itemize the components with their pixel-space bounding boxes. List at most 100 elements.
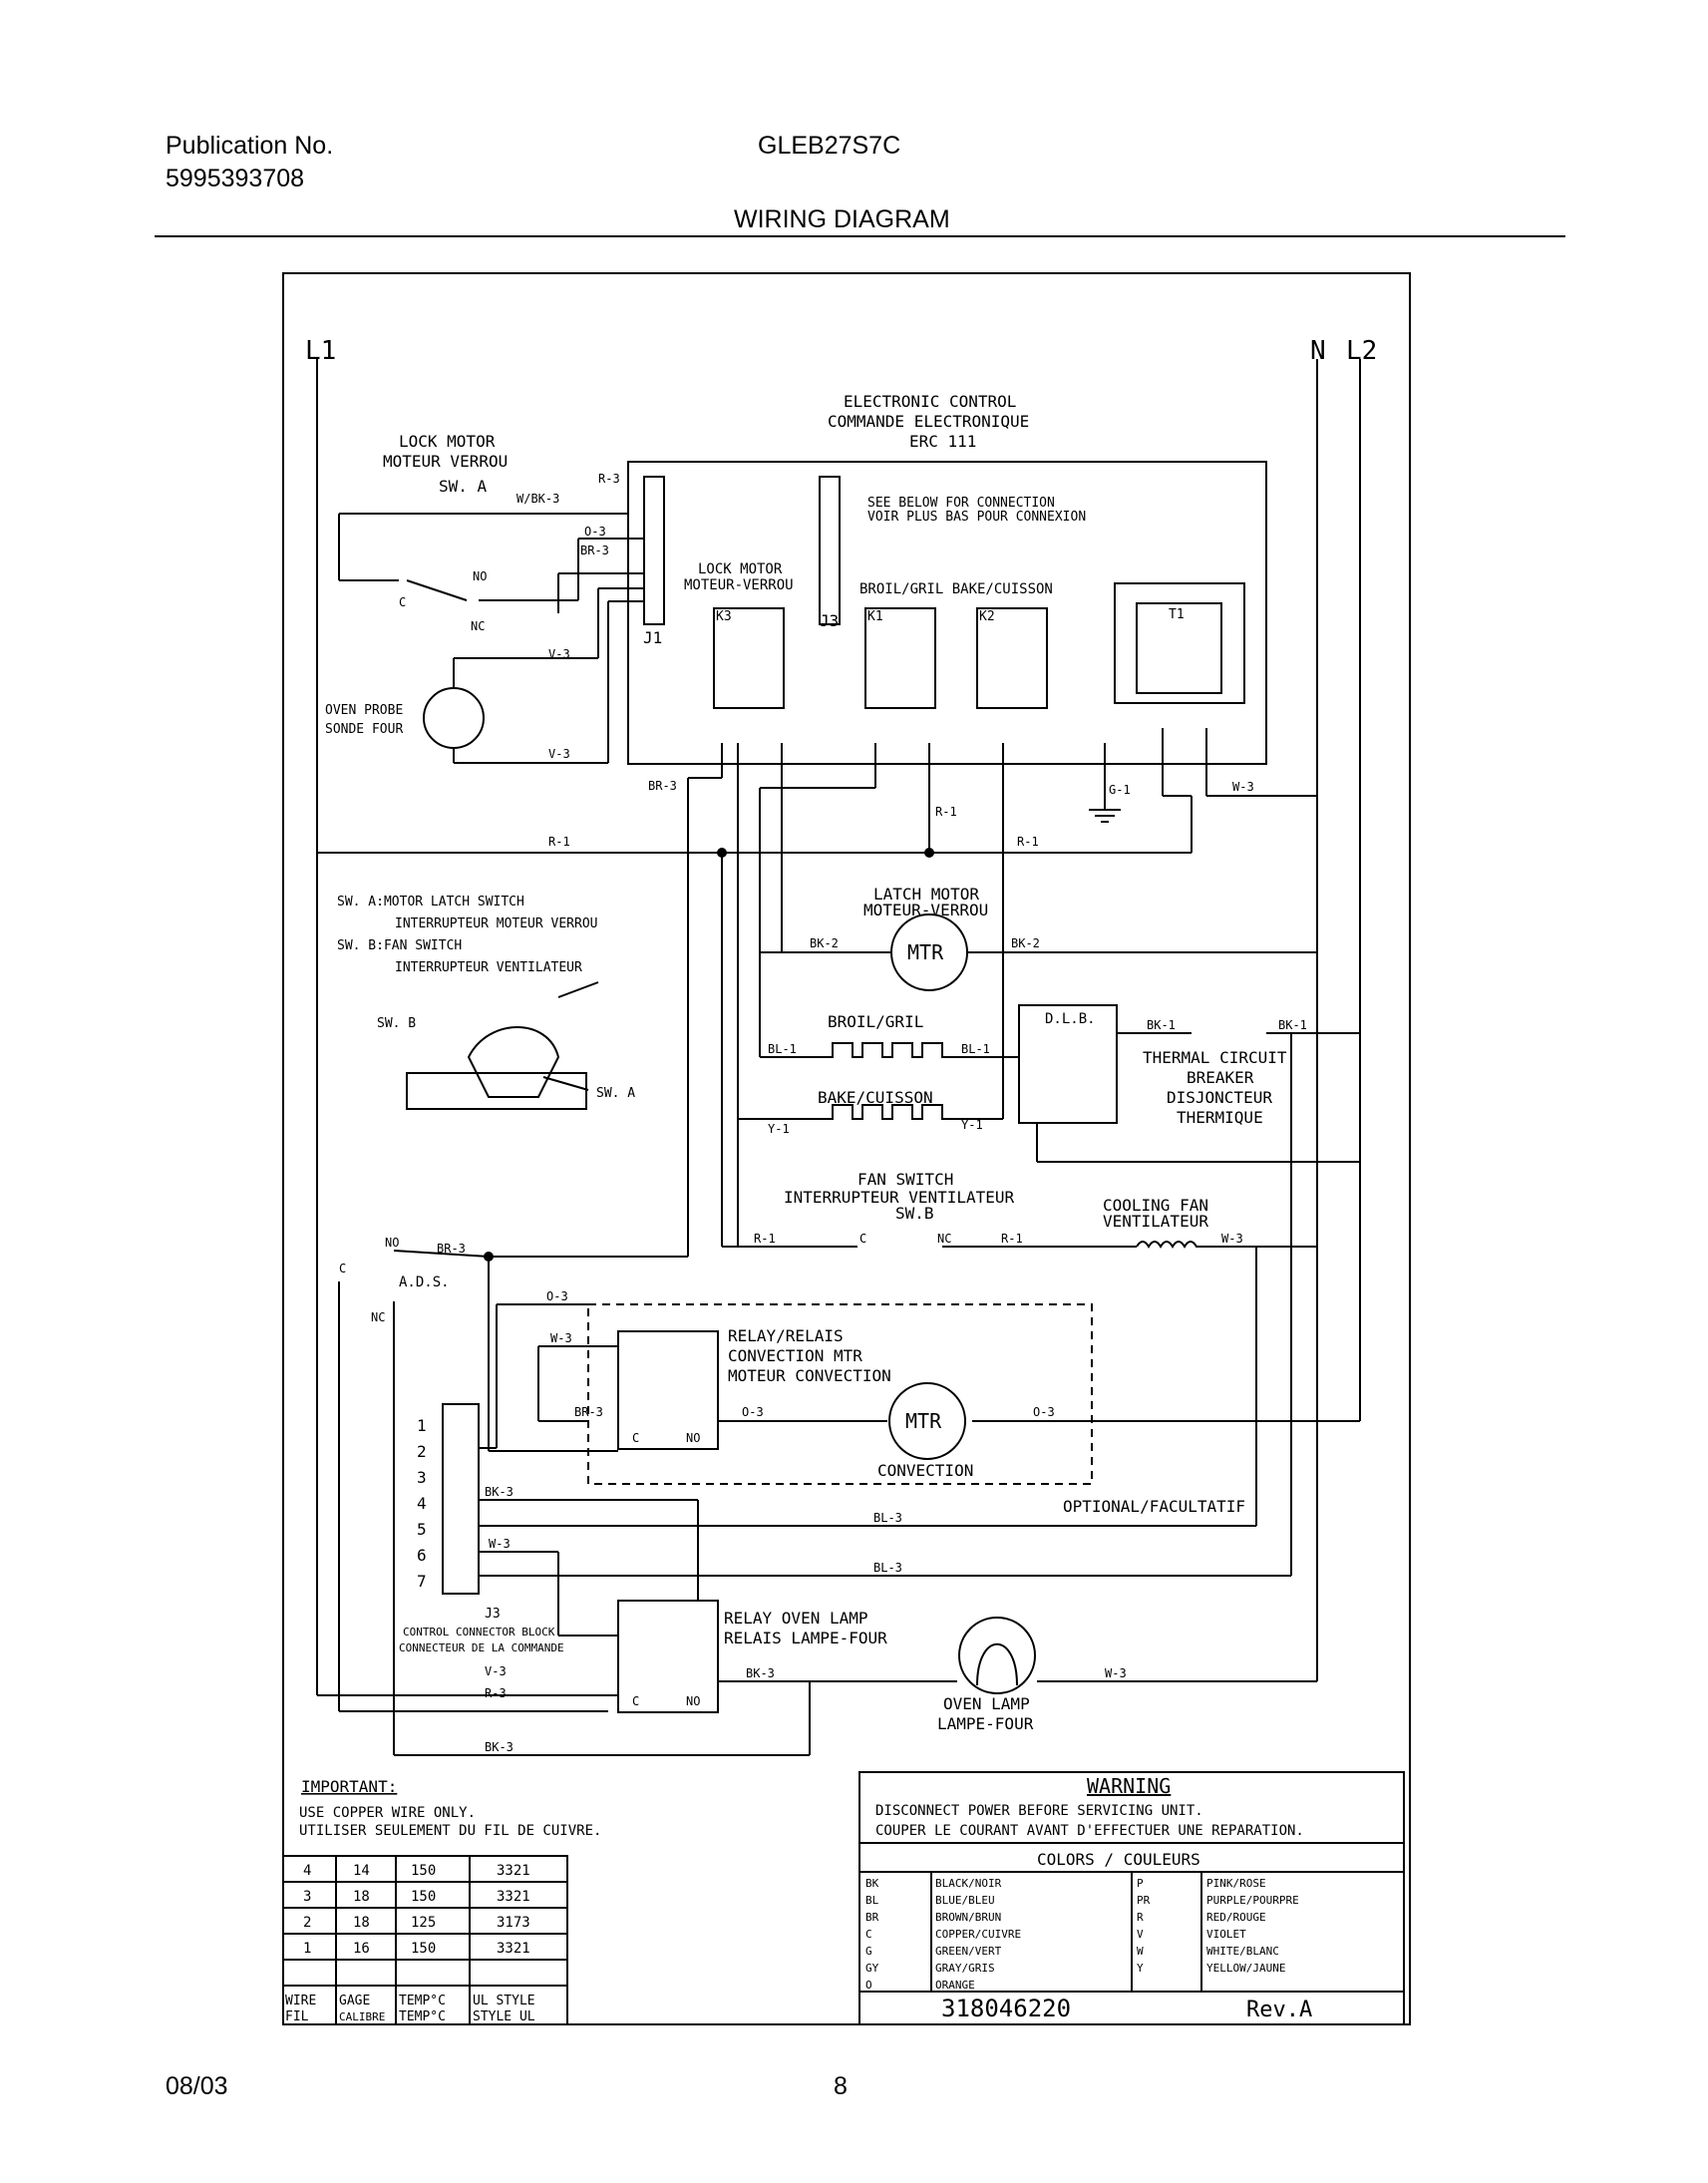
wire-r3: R-3 xyxy=(598,472,620,486)
wire-o3: O-3 xyxy=(584,525,606,539)
table-head-fr-4: STYLE UL xyxy=(473,2009,535,2024)
relay-conv-l2: CONVECTION MTR xyxy=(728,1346,862,1365)
table-r3-c4: 3173 xyxy=(497,1915,530,1931)
color-cell-5-0: GY xyxy=(865,1962,879,1975)
warning-title: WARNING xyxy=(1087,1774,1171,1798)
ads-label: A.D.S. xyxy=(399,1274,450,1290)
footer-date: 08/03 xyxy=(166,2072,228,2100)
color-cell-4-1: GREEN/VERT xyxy=(935,1945,1002,1958)
table-r1-c4: 3321 xyxy=(497,1863,530,1879)
j3-pin-7: 7 xyxy=(417,1572,427,1591)
wire-w3-d: W-3 xyxy=(489,1537,511,1551)
color-cell-0-3: PINK/ROSE xyxy=(1206,1877,1266,1890)
color-cell-5-3: YELLOW/JAUNE xyxy=(1206,1962,1285,1975)
wire-bl1-b: BL-1 xyxy=(961,1042,990,1056)
table-r1-c1: 4 xyxy=(303,1863,311,1879)
see-below-fr: VOIR PLUS BAS POUR CONNEXION xyxy=(867,510,1086,525)
wire-bk2-b: BK-2 xyxy=(1011,936,1040,950)
j3-pin-5: 5 xyxy=(417,1520,427,1539)
table-head-en-4: UL STYLE xyxy=(473,1994,535,2008)
wire-w3-c: W-3 xyxy=(550,1331,572,1345)
wire-y1-b: Y-1 xyxy=(961,1118,983,1132)
table-r1-c3: 150 xyxy=(411,1863,436,1879)
color-cell-2-3: RED/ROUGE xyxy=(1206,1911,1266,1924)
relay-conv-c: C xyxy=(632,1431,639,1445)
probe-en: OVEN PROBE xyxy=(325,703,403,718)
j3-pin-2: 2 xyxy=(417,1442,427,1461)
conv-label: CONVECTION xyxy=(877,1461,973,1480)
wire-w3-b: W-3 xyxy=(1221,1232,1243,1246)
wire-w3-e: W-3 xyxy=(1105,1666,1127,1680)
footer-page-number: 8 xyxy=(834,2072,848,2100)
k1-label: K1 xyxy=(867,609,883,624)
fan-switch-c: C xyxy=(859,1232,866,1246)
color-cell-6-1: ORANGE xyxy=(935,1979,975,1992)
relay-conv-l3: MOTEUR CONVECTION xyxy=(728,1366,891,1385)
latch-motor-circle xyxy=(890,913,968,991)
oven-probe-circle xyxy=(423,687,485,749)
wire-br3-b: BR-3 xyxy=(648,779,677,793)
wire-bl3-a: BL-3 xyxy=(873,1511,902,1525)
j3-pin-3: 3 xyxy=(417,1468,427,1487)
wire-r1-e: R-1 xyxy=(1001,1232,1023,1246)
oven-lamp-en: OVEN LAMP xyxy=(943,1694,1030,1713)
table-head-en-3: TEMP°C xyxy=(399,1994,446,2008)
table-r3-c2: 18 xyxy=(353,1915,370,1931)
wire-br3: BR-3 xyxy=(580,544,609,557)
wire-table xyxy=(282,1855,568,2025)
relay-conv-l1: RELAY/RELAIS xyxy=(728,1326,844,1345)
j3-block-name: J3 xyxy=(485,1607,501,1622)
warning-line2: COUPER LE COURANT AVANT D'EFFECTUER UNE … xyxy=(875,1823,1304,1839)
wire-bk3-b: BK-3 xyxy=(485,1740,513,1754)
latch-motor-en: LATCH MOTOR xyxy=(873,885,979,904)
color-cell-3-0: C xyxy=(865,1928,872,1941)
wire-o3-c: O-3 xyxy=(742,1405,764,1419)
publication-number: 5995393708 xyxy=(166,165,305,192)
colors-title: COLORS / COULEURS xyxy=(1037,1850,1200,1869)
color-cell-3-2: V xyxy=(1137,1928,1144,1941)
l2-label: L2 xyxy=(1346,336,1377,366)
fan-switch-en: FAN SWITCH xyxy=(857,1170,953,1189)
wire-bk3-a: BK-3 xyxy=(485,1485,513,1499)
latch-motor-fr: MOTEUR-VERROU xyxy=(863,901,988,919)
table-r4-c3: 150 xyxy=(411,1941,436,1957)
fan-switch-sw: SW.B xyxy=(895,1204,934,1223)
control-box xyxy=(627,461,1267,765)
n-label: N xyxy=(1310,336,1326,366)
thermal-l2: BREAKER xyxy=(1187,1068,1254,1087)
page-title: WIRING DIAGRAM xyxy=(734,205,950,233)
ctl-lock-motor-en: LOCK MOTOR xyxy=(698,561,783,577)
wire-r1-a: R-1 xyxy=(548,835,570,849)
table-head-fr-3: TEMP°C xyxy=(399,2009,446,2024)
optional-label: OPTIONAL/FACULTATIF xyxy=(1063,1497,1245,1516)
control-title-en: ELECTRONIC CONTROL xyxy=(844,392,1016,411)
wire-r1-c: R-1 xyxy=(1017,835,1039,849)
sw-legend-a-en: SW. A:MOTOR LATCH SWITCH xyxy=(337,895,524,910)
lock-nc: NC xyxy=(471,619,485,633)
color-cell-3-1: COPPER/CUIVRE xyxy=(935,1928,1021,1941)
color-cell-2-0: BR xyxy=(865,1911,879,1924)
wire-v3-b: V-3 xyxy=(548,747,570,761)
color-cell-2-1: BROWN/BRUN xyxy=(935,1911,1001,1924)
table-r1-c2: 14 xyxy=(353,1863,370,1879)
oven-lamp-fr: LAMPE-FOUR xyxy=(937,1714,1034,1733)
model-number: GLEB27S7C xyxy=(758,132,901,160)
wire-r1-b: R-1 xyxy=(935,805,957,819)
j3-pin-6: 6 xyxy=(417,1546,427,1565)
wire-wbk3: W/BK-3 xyxy=(516,492,559,506)
color-cell-5-2: Y xyxy=(1137,1962,1144,1975)
publication-label: Publication No. xyxy=(166,132,334,160)
j3-label: J3 xyxy=(820,611,839,630)
table-head-en-2: GAGE xyxy=(339,1994,370,2008)
wire-bk2-a: BK-2 xyxy=(810,936,839,950)
ads-c: C xyxy=(339,1262,346,1275)
cooling-fan-en: COOLING FAN xyxy=(1103,1196,1208,1215)
fan-switch-fr: INTERRUPTEUR VENTILATEUR xyxy=(784,1188,1015,1207)
broil-label: BROIL/GRIL xyxy=(828,1012,923,1031)
wire-bk1-a: BK-1 xyxy=(1147,1018,1176,1032)
table-r4-c2: 16 xyxy=(353,1941,370,1957)
ads-no: NO xyxy=(385,1236,399,1250)
color-cell-1-0: BL xyxy=(865,1894,879,1907)
k2-label: K2 xyxy=(979,609,995,624)
color-cell-1-1: BLUE/BLEU xyxy=(935,1894,995,1907)
